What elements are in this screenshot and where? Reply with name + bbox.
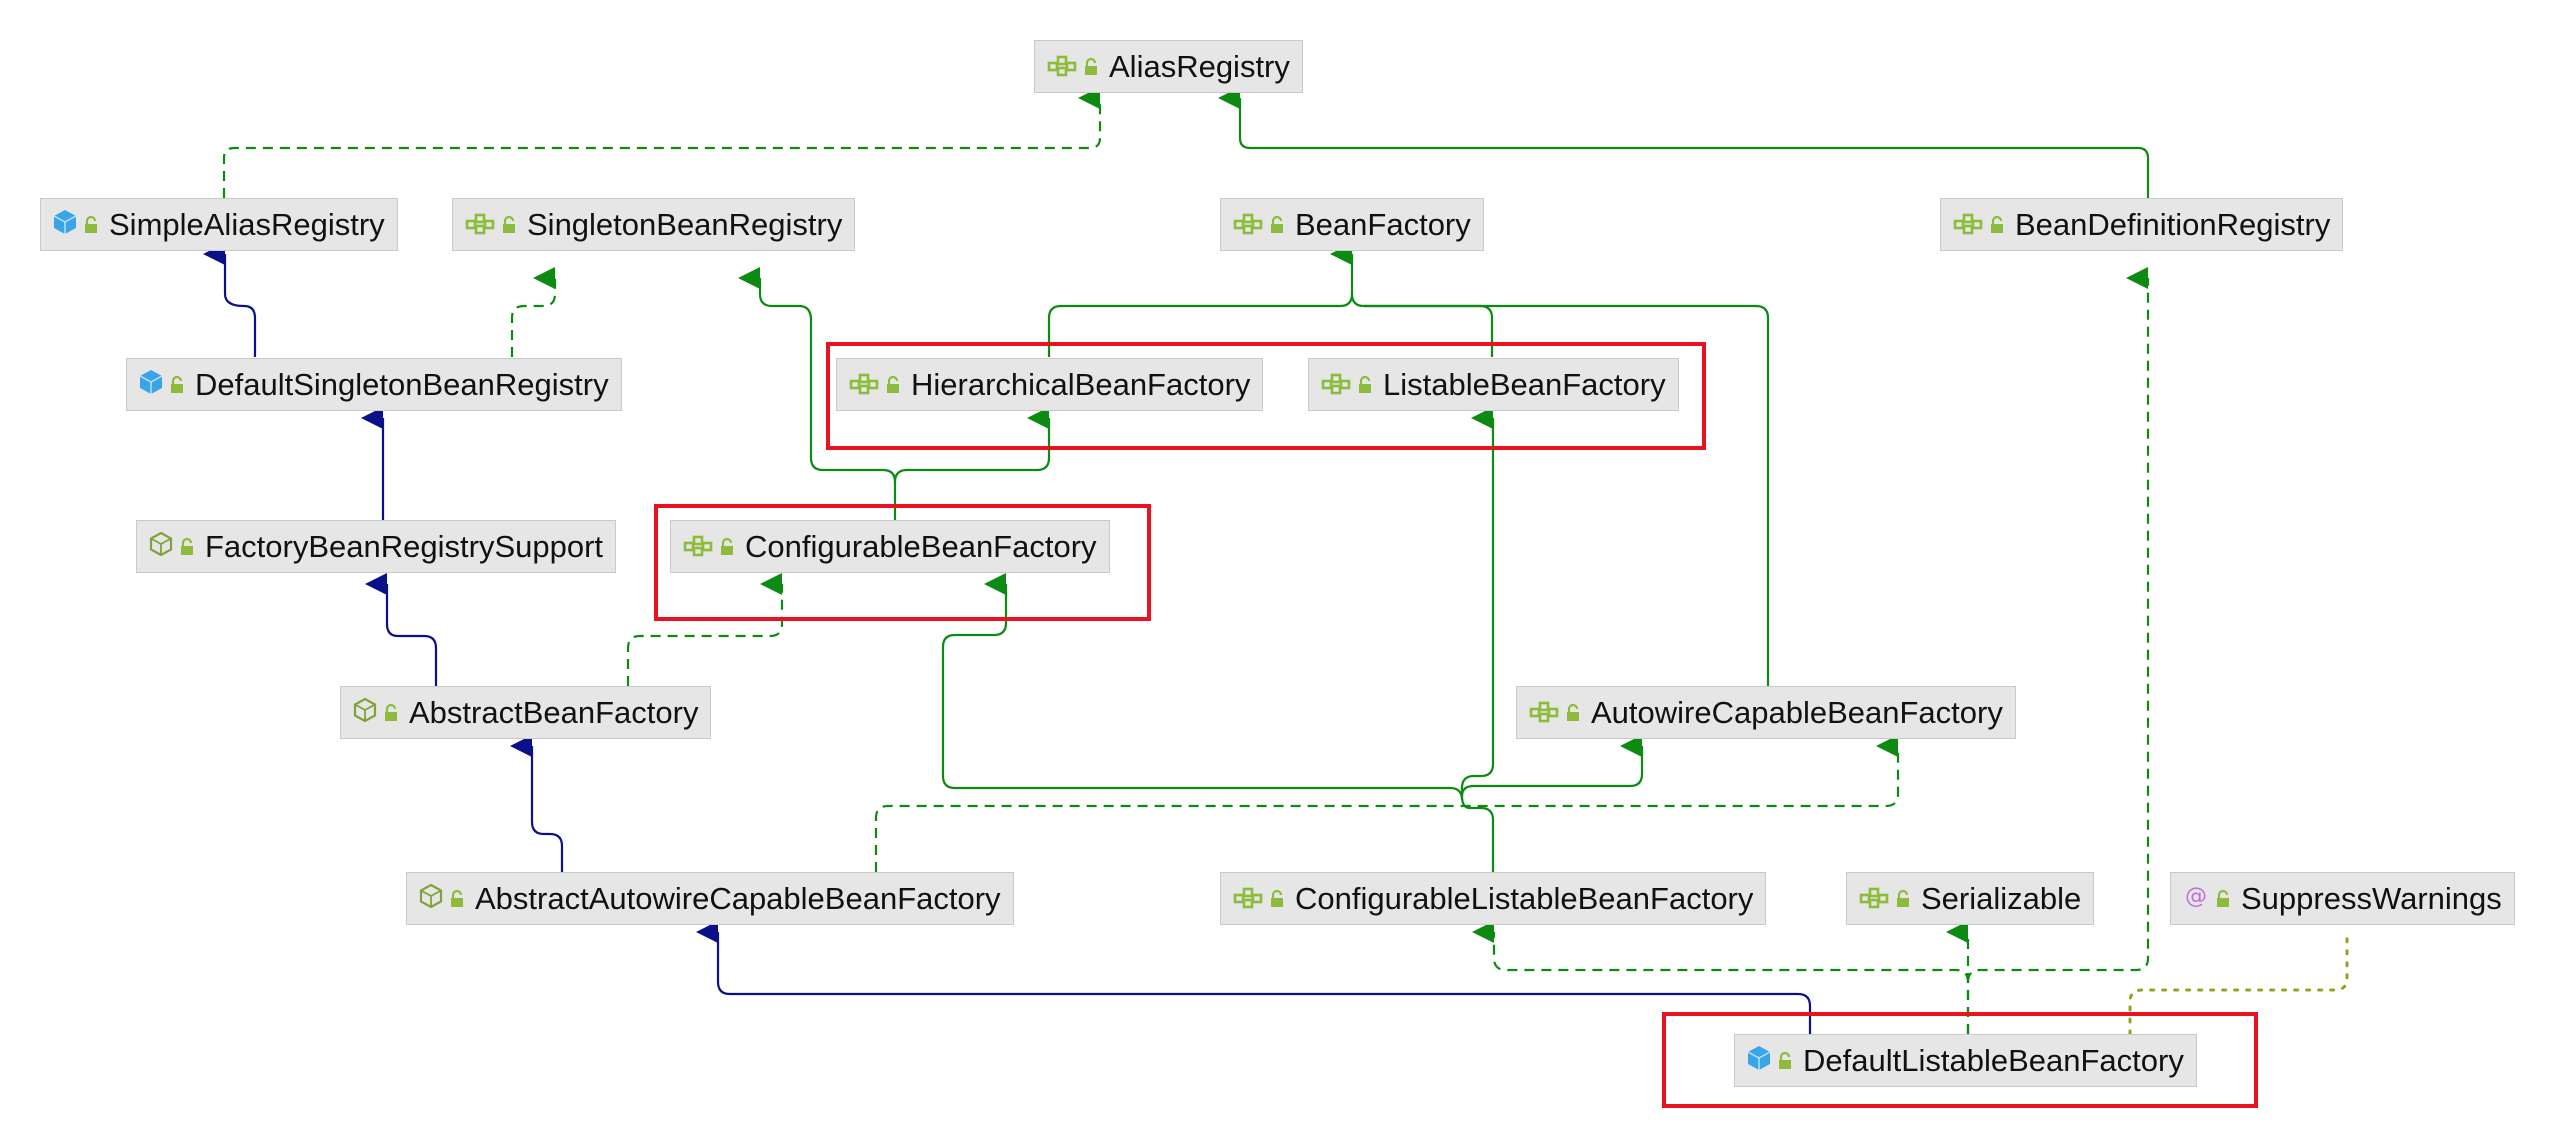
node-label: ConfigurableListableBeanFactory bbox=[1295, 880, 1754, 916]
node-label: SuppressWarnings bbox=[2241, 880, 2502, 916]
interface-icon bbox=[1233, 881, 1263, 917]
node-alias-registry[interactable]: AliasRegistry bbox=[1034, 40, 1303, 93]
edge-abstract-autowire-to-abstract-bean-factory bbox=[510, 735, 564, 872]
node-label: Serializable bbox=[1921, 880, 2082, 916]
lock-icon bbox=[2215, 881, 2231, 917]
node-label: SingletonBeanRegistry bbox=[527, 206, 843, 242]
node-label: BeanDefinitionRegistry bbox=[2015, 206, 2331, 242]
node-singleton-bean-registry[interactable]: SingletonBeanRegistry bbox=[452, 198, 856, 251]
edge-default-listable-to-bean-definition-registry bbox=[1966, 267, 2150, 983]
lock-icon bbox=[179, 529, 195, 565]
lock-icon bbox=[501, 207, 517, 243]
highlight-box-default-listable-bean-factory bbox=[1662, 1012, 2258, 1108]
interface-icon bbox=[1047, 49, 1077, 85]
abstract-class-icon bbox=[149, 529, 173, 565]
edge-simple-alias-to-alias-registry bbox=[222, 87, 1102, 198]
node-label: ListableBeanFactory bbox=[1383, 366, 1666, 402]
lock-icon bbox=[1565, 695, 1581, 731]
edge-default-singleton-to-singleton-registry bbox=[510, 267, 557, 357]
node-factory-bean-registry-support[interactable]: FactoryBeanRegistrySupport bbox=[136, 520, 617, 573]
node-suppress-warnings[interactable]: @ SuppressWarnings bbox=[2170, 872, 2515, 925]
node-simple-alias-registry[interactable]: SimpleAliasRegistry bbox=[40, 198, 398, 251]
lock-icon bbox=[1777, 1043, 1793, 1079]
interface-icon bbox=[1953, 207, 1983, 243]
node-label: DefaultSingletonBeanRegistry bbox=[195, 366, 609, 402]
lock-icon bbox=[1269, 207, 1285, 243]
node-label: BeanFactory bbox=[1295, 206, 1471, 242]
class-icon bbox=[1747, 1043, 1771, 1079]
node-abstract-autowire-capable-bean-factory[interactable]: AbstractAutowireCapableBeanFactory bbox=[406, 872, 1014, 925]
edge-configurable-listable-to-autowire-capable bbox=[1460, 735, 1644, 797]
lock-icon bbox=[83, 207, 99, 243]
node-default-singleton-bean-registry[interactable]: DefaultSingletonBeanRegistry bbox=[126, 358, 622, 411]
node-autowire-capable-bean-factory[interactable]: AutowireCapableBeanFactory bbox=[1516, 686, 2016, 739]
interface-icon bbox=[1529, 695, 1559, 731]
interface-icon bbox=[1321, 367, 1351, 403]
node-label: DefaultListableBeanFactory bbox=[1803, 1042, 2184, 1078]
edge-configurable-listable-to-configurable bbox=[941, 573, 1464, 801]
lock-icon bbox=[1269, 881, 1285, 917]
node-label: HierarchicalBeanFactory bbox=[911, 366, 1251, 402]
node-label: AbstractAutowireCapableBeanFactory bbox=[475, 880, 1001, 916]
lock-icon bbox=[1989, 207, 2005, 243]
edge-configurable-to-hierarchical bbox=[893, 407, 1051, 520]
lock-icon bbox=[383, 695, 399, 731]
highlight-box-configurable-bean-factory bbox=[654, 504, 1151, 621]
node-bean-definition-registry[interactable]: BeanDefinitionRegistry bbox=[1940, 198, 2344, 251]
edge-bean-definition-registry-to-alias-registry bbox=[1218, 87, 2150, 198]
abstract-class-icon bbox=[419, 881, 443, 917]
edge-abstract-bean-factory-to-configurable bbox=[626, 573, 784, 686]
node-label: FactoryBeanRegistrySupport bbox=[205, 528, 604, 564]
lock-icon bbox=[719, 529, 735, 565]
edge-hierarchical-to-bean-factory bbox=[1047, 243, 1354, 357]
edge-autowire-capable-to-bean-factory bbox=[1364, 304, 1770, 686]
interface-icon bbox=[1233, 207, 1263, 243]
node-default-listable-bean-factory[interactable]: DefaultListableBeanFactory bbox=[1734, 1034, 2197, 1087]
node-configurable-listable-bean-factory[interactable]: ConfigurableListableBeanFactory bbox=[1220, 872, 1767, 925]
edge-abstract-bean-factory-to-factory-support bbox=[365, 573, 438, 686]
edge-configurable-to-singleton-registry bbox=[738, 267, 897, 483]
interface-icon bbox=[1859, 881, 1889, 917]
node-configurable-bean-factory[interactable]: ConfigurableBeanFactory bbox=[670, 520, 1110, 573]
svg-text:@: @ bbox=[2185, 884, 2207, 909]
lock-icon bbox=[1357, 367, 1373, 403]
abstract-class-icon bbox=[353, 695, 377, 731]
lock-icon bbox=[449, 881, 465, 917]
annotation-icon: @ bbox=[2183, 881, 2209, 917]
node-bean-factory[interactable]: BeanFactory bbox=[1220, 198, 1484, 251]
interface-icon bbox=[849, 367, 879, 403]
node-abstract-bean-factory[interactable]: AbstractBeanFactory bbox=[340, 686, 712, 739]
lock-icon bbox=[169, 367, 185, 403]
class-icon bbox=[53, 207, 77, 243]
edge-default-listable-to-abstract-autowire bbox=[696, 921, 1812, 1034]
lock-icon bbox=[885, 367, 901, 403]
lock-icon bbox=[1895, 881, 1911, 917]
node-label: AutowireCapableBeanFactory bbox=[1591, 694, 2003, 730]
node-label: AbstractBeanFactory bbox=[409, 694, 699, 730]
edge-configurable-listable-to-listable bbox=[1460, 407, 1495, 872]
edge-abstract-autowire-to-autowire-capable bbox=[874, 735, 1900, 872]
interface-icon bbox=[683, 529, 713, 565]
node-label: AliasRegistry bbox=[1109, 48, 1290, 84]
edge-default-listable-to-suppress-warnings bbox=[2128, 930, 2349, 1036]
lock-icon bbox=[1083, 49, 1099, 85]
node-label: ConfigurableBeanFactory bbox=[745, 528, 1097, 564]
class-icon bbox=[139, 367, 163, 403]
highlight-box-hierarchical-listable bbox=[826, 342, 1706, 450]
node-listable-bean-factory[interactable]: ListableBeanFactory bbox=[1308, 358, 1679, 411]
interface-icon bbox=[465, 207, 495, 243]
node-label: SimpleAliasRegistry bbox=[109, 206, 385, 242]
node-serializable[interactable]: Serializable bbox=[1846, 872, 2095, 925]
node-hierarchical-bean-factory[interactable]: HierarchicalBeanFactory bbox=[836, 358, 1264, 411]
edge-default-singleton-to-simple-alias bbox=[203, 243, 257, 357]
